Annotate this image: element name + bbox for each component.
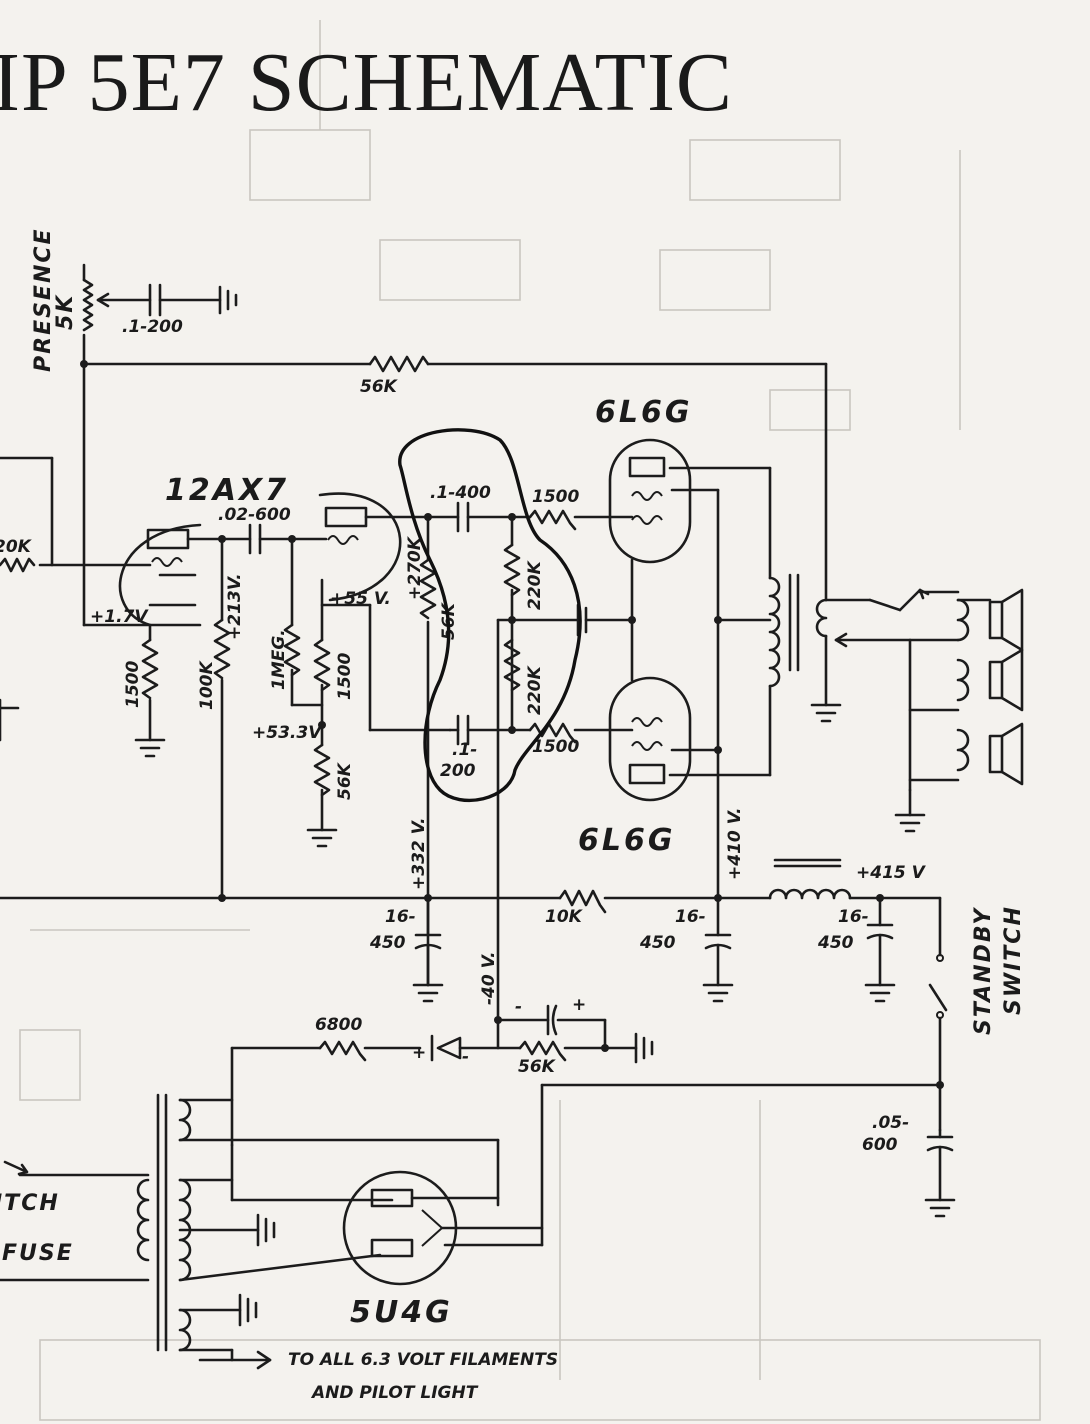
speaker-2: [908, 648, 1024, 712]
filter-a-label-1: 16-: [385, 907, 416, 927]
r220k-top-label: 220K: [525, 560, 545, 610]
bias-cap-pos: +: [572, 995, 586, 1015]
power-tube-bottom: 6L6G: [578, 676, 772, 858]
bottom-grid-drive: .1- 200 1500: [440, 714, 634, 781]
filter-c-label-1: 16-: [838, 907, 869, 927]
r270k-label: +270K: [405, 535, 425, 600]
power-tube-top: 6L6G: [595, 395, 772, 564]
feedback-resistor-label: 56K: [360, 377, 399, 397]
r6800-label: 6800: [315, 1015, 362, 1035]
cathode-resistor-label: 1500: [123, 661, 143, 708]
bias-diode-plus: +: [412, 1043, 426, 1063]
output-transformer: [768, 466, 930, 777]
bias-section: -40 V. - + 6800 + - 56K: [230, 951, 654, 1147]
power-transformer: ITCH FUSE TO ALL 6.3 VOLT FILAMENTS AND …: [0, 1093, 558, 1403]
filter-b-label-1: 16-: [675, 907, 706, 927]
filter-c-label-2: 450: [817, 933, 854, 953]
filter-b-label-2: 450: [639, 933, 676, 953]
filter-cap-a: 16- 450: [369, 896, 444, 1003]
tube-12ax7-label: 12AX7: [165, 473, 289, 508]
input-resistor-label: 20K: [0, 537, 33, 557]
v332-label: +332 V.: [409, 817, 429, 890]
switch-label: SWITCH: [1001, 905, 1026, 1015]
plate-voltage-label: +213V.: [225, 573, 245, 640]
top-grid-drive: .1-400 1500 220K 220K: [426, 483, 636, 1022]
power-supply-rail: 10K +415 V: [0, 858, 942, 927]
feedback-loop: 56K: [80, 355, 828, 602]
coupling-cap-label: .02-600: [218, 505, 291, 525]
phase-inverter-outputs: +270K 56K +332 V.: [364, 513, 459, 987]
filter-cap-c: 16- 450: [817, 896, 896, 1003]
cathode-voltage-label: +1.7V: [90, 607, 149, 627]
plate-resistor-label: 100K: [197, 660, 217, 710]
v415-label: +415 V: [856, 863, 927, 883]
background-ghost: [19, 20, 1041, 1421]
rectifier-5u4g: 5U4G: [230, 1083, 544, 1330]
switch-left-label: ITCH: [0, 1191, 60, 1216]
speaker-3: [908, 722, 1024, 786]
page-title: IP 5E7 SCHEMATIC: [0, 36, 733, 129]
cap-bot-label: .1-: [452, 740, 477, 760]
speakers: [894, 588, 1024, 833]
bias-diode-minus: -: [462, 1047, 469, 1067]
grid-resistor-label: 1MEG.: [269, 629, 289, 690]
cathode-section: +1.7V 1500: [82, 607, 166, 758]
tail-resistor-label: 56K: [335, 761, 355, 800]
standby-cap: .05- 600: [540, 1083, 956, 1218]
tube-5u4g-label: 5U4G: [350, 1295, 453, 1330]
cap-top-label: .1-400: [430, 483, 491, 503]
filaments-line1: TO ALL 6.3 VOLT FILAMENTS: [288, 1350, 558, 1370]
filaments-line2: AND PILOT LIGHT: [310, 1383, 479, 1403]
presence-control: PRESENCE 5K .1-200: [31, 227, 238, 627]
cap05-label-2: 600: [862, 1135, 898, 1155]
v533-label: +53.3V: [252, 723, 323, 743]
speaker-1: [908, 588, 1024, 652]
fuse-label: FUSE: [2, 1241, 74, 1266]
tube-6l6g-top-label: 6L6G: [595, 395, 693, 430]
presence-label: PRESENCE: [31, 227, 56, 372]
r220k-bot-label: 220K: [525, 665, 545, 715]
handdrawn-highlight: [398, 428, 582, 803]
presence-cap-label: .1-200: [122, 317, 183, 337]
standby-label: STANDBY: [971, 907, 996, 1035]
vneg40-label: -40 V.: [479, 951, 499, 1005]
input-section: 20K: [0, 456, 152, 742]
bias-cap-neg: -: [515, 997, 522, 1017]
cathode2-resistor-label: 1500: [335, 653, 355, 700]
presence-value-label: 5K: [53, 294, 78, 330]
r56k-bias-label: 56K: [518, 1057, 557, 1077]
plate-section: .02-600 100K +213V.: [186, 505, 328, 902]
v410-label: +410 V.: [725, 807, 745, 880]
r1500-bot-label: 1500: [532, 737, 579, 757]
filter-cap-b: 16- 450: [639, 896, 734, 1003]
filter-a-label-2: 450: [369, 933, 406, 953]
cap-bot-label-2: 200: [440, 761, 476, 781]
tube-6l6g-bot-label: 6L6G: [578, 823, 676, 858]
cap05-label-1: .05-: [872, 1113, 909, 1133]
r1500-top-label: 1500: [532, 487, 579, 507]
grid-section: 1MEG. +55 V. 1500 +53.3V 56K: [252, 535, 391, 848]
standby-switch: STANDBY SWITCH: [928, 896, 1026, 1132]
r10k-label: 10K: [545, 907, 584, 927]
